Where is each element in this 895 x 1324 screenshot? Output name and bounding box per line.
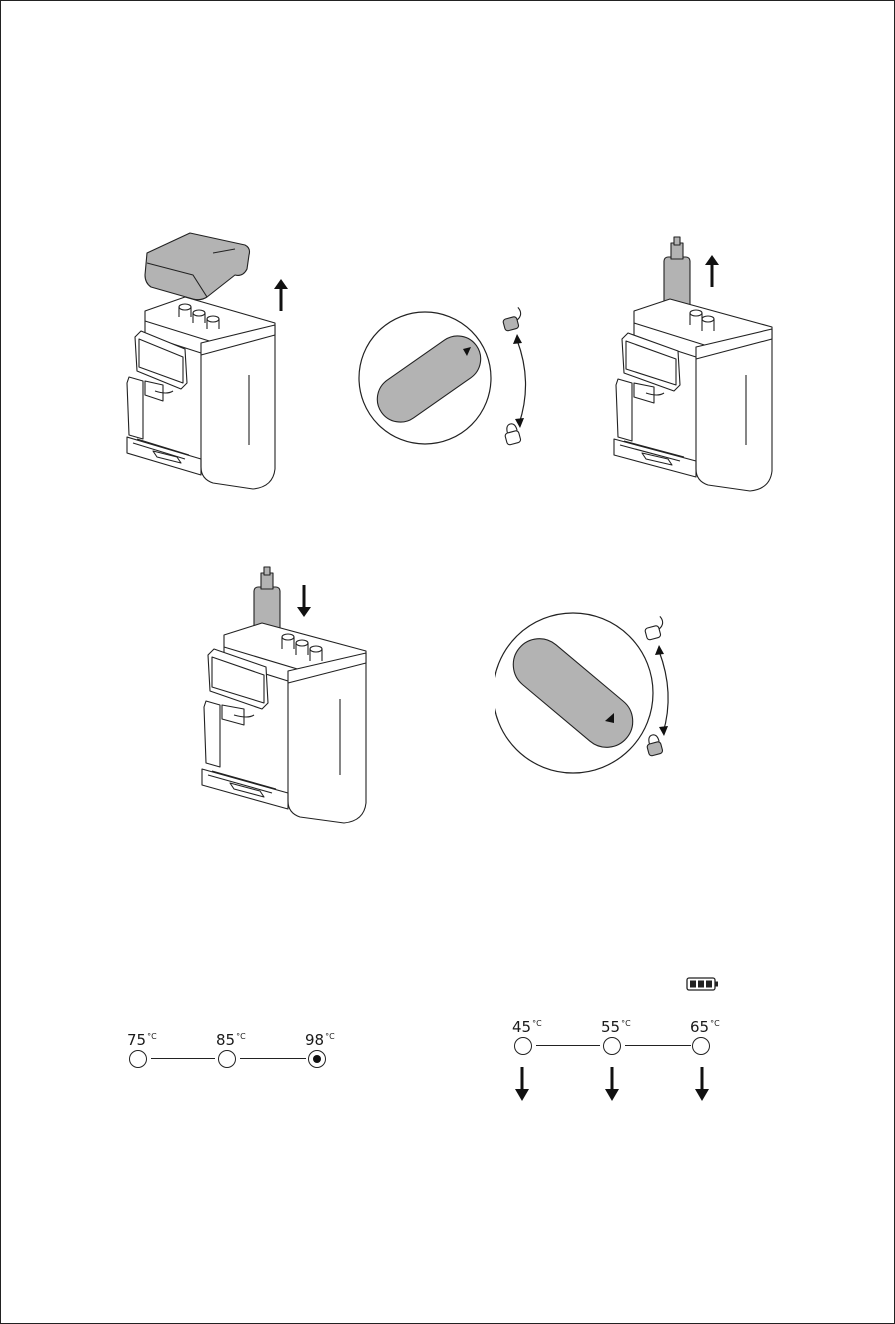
temp-label-65: 65°C — [690, 1016, 720, 1035]
temp-connector — [625, 1045, 691, 1046]
step-unlock-dial-illustration — [355, 300, 540, 455]
temp-option-98-selected[interactable] — [308, 1050, 326, 1068]
step-lock-dial-illustration — [495, 605, 690, 775]
temp-label-75: 75°C — [127, 1029, 157, 1048]
unlock-icon — [500, 307, 524, 331]
temp-option-85[interactable] — [218, 1050, 236, 1068]
temp-connector — [240, 1058, 306, 1059]
step-remove-filter-illustration — [600, 235, 785, 495]
arrow-up-icon — [705, 255, 719, 287]
arrow-down-icon — [511, 1065, 533, 1105]
arrow-up-icon — [274, 279, 288, 311]
battery-full-icon — [686, 976, 720, 992]
temp-option-75[interactable] — [129, 1050, 147, 1068]
temp-connector — [536, 1045, 600, 1046]
temp-connector — [151, 1058, 215, 1059]
lock-icon — [502, 422, 521, 445]
temp-option-65[interactable] — [692, 1037, 710, 1055]
temp-option-45[interactable] — [514, 1037, 532, 1055]
step-remove-lid-illustration — [115, 225, 290, 495]
temp-label-98: 98°C — [305, 1029, 335, 1048]
temp-label-45: 45°C — [512, 1016, 542, 1035]
lock-icon — [644, 733, 663, 756]
arrow-down-icon — [297, 585, 311, 617]
unlock-icon — [642, 616, 666, 640]
step-insert-filter-illustration — [190, 563, 380, 828]
temp-option-55[interactable] — [603, 1037, 621, 1055]
arrow-down-icon — [691, 1065, 713, 1105]
temp-label-55: 55°C — [601, 1016, 631, 1035]
arrow-down-icon — [601, 1065, 623, 1105]
temp-label-85: 85°C — [216, 1029, 246, 1048]
left-temperature-scale: 75°C 85°C 98°C — [120, 1025, 340, 1075]
